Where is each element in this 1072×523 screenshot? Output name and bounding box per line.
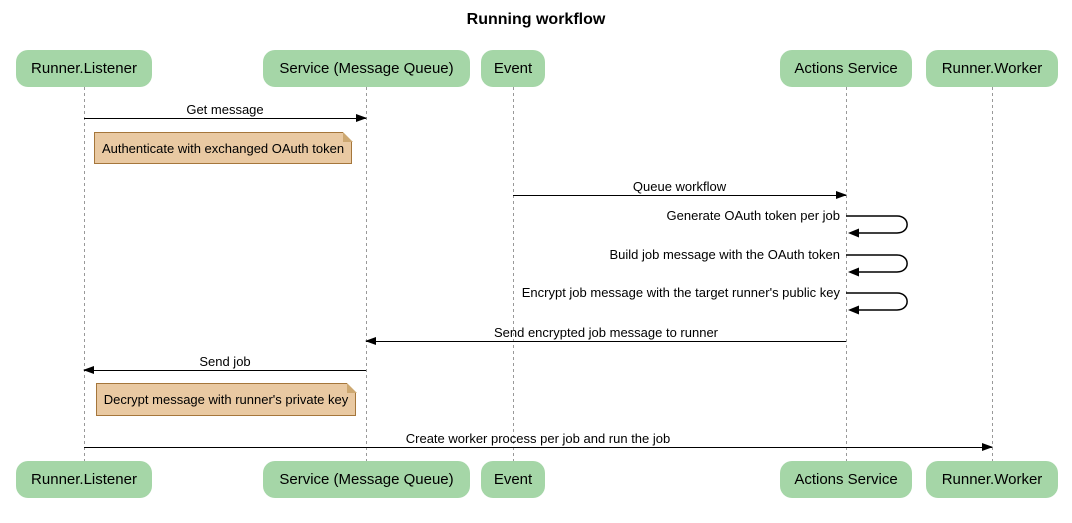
actor-top-runner-worker: Runner.Worker [926,50,1058,87]
diagram-title: Running workflow [466,11,606,28]
message-label: Get message [186,102,264,117]
actor-bottom-event: Event [481,461,545,498]
note-decrypt: Decrypt message with runner's private ke… [96,382,357,416]
message-create-worker: Create worker process per job and run th… [84,431,993,451]
lifeline-service [365,87,367,461]
message-label: Send job [199,354,251,369]
actor-bottom-actions-service: Actions Service [780,461,912,498]
note-label: Decrypt message with runner's private ke… [103,392,349,407]
arrow-line [84,443,993,451]
note-authenticate: Authenticate with exchanged OAuth token [94,131,353,164]
message-queue-workflow: Queue workflow [513,179,847,199]
message-label: Create worker process per job and run th… [405,431,671,446]
self-message-build-job-label: Build job message with the OAuth token [609,247,840,262]
lifeline-runner-listener [83,87,85,461]
arrow-line [513,191,847,199]
actor-top-service: Service (Message Queue) [263,50,470,87]
self-loop-arrow [846,292,908,315]
message-get-message: Get message [84,102,367,122]
actor-top-runner-listener: Runner.Listener [16,50,152,87]
self-message-generate-token-label: Generate OAuth token per job [666,208,840,223]
lifeline-runner-worker [991,87,993,461]
note-fold-icon [342,131,353,142]
actor-bottom-runner-worker: Runner.Worker [926,461,1058,498]
message-label: Send encrypted job message to runner [493,325,719,340]
actor-bottom-service: Service (Message Queue) [263,461,470,498]
message-label: Queue workflow [632,179,727,194]
self-message-encrypt-job-label: Encrypt job message with the target runn… [521,285,840,300]
actor-top-event: Event [481,50,545,87]
actor-bottom-runner-listener: Runner.Listener [16,461,152,498]
note-fold-icon [346,382,357,393]
self-loop-arrow [846,215,908,238]
message-send-encrypted: Send encrypted job message to runner [365,325,846,345]
note-label: Authenticate with exchanged OAuth token [101,140,345,156]
self-loop-arrow [846,254,908,277]
actor-top-actions-service: Actions Service [780,50,912,87]
lifeline-event [512,87,514,461]
arrow-line [84,114,367,122]
message-send-job: Send job [83,354,366,374]
lifeline-actions-service [845,87,847,461]
arrow-line [365,337,846,345]
arrow-line [83,366,366,374]
